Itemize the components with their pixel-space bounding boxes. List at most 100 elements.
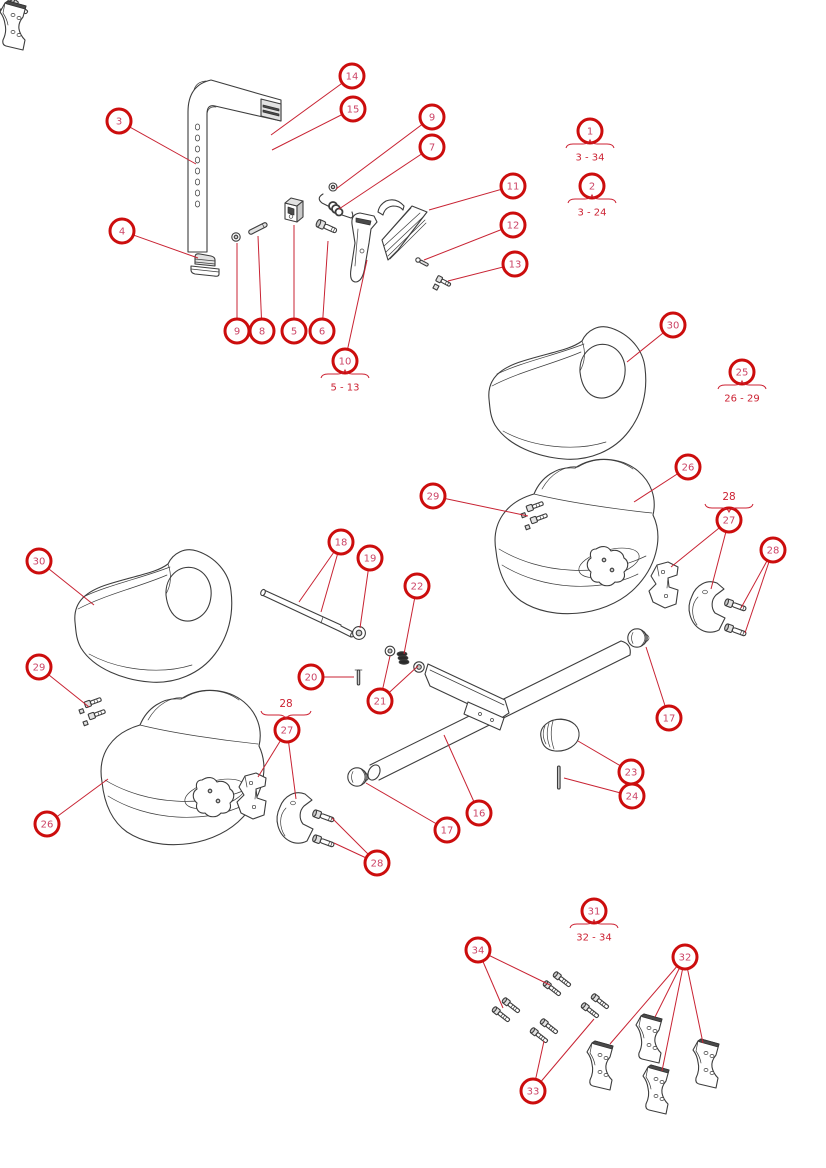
part-bracket-plate-2 [635,1013,663,1064]
callout-23[interactable]: 23 [617,758,645,786]
range-brace [565,138,615,149]
callout-circle-25[interactable] [728,358,756,386]
callout-22[interactable]: 22 [403,572,431,600]
callout-circle-11[interactable] [499,172,527,200]
callout-circle-16[interactable] [465,799,493,827]
callout-2[interactable]: 23 - 24 [567,172,617,219]
callout-20[interactable]: 20 [297,663,325,691]
callout-circle-12[interactable] [499,211,527,239]
callout-24[interactable]: 24 [618,782,646,810]
callout-28[interactable]: 28 [759,536,787,564]
callout-circle-29[interactable] [25,653,53,681]
callout-18[interactable]: 18 [327,528,355,556]
callout-circle-17[interactable] [433,816,461,844]
callout-circle-28[interactable] [759,536,787,564]
callout-4[interactable]: 4 [108,217,136,245]
callout-circle-21[interactable] [366,687,394,715]
callout-number: 23 [625,768,638,779]
parts-layer [0,0,747,1115]
callout-circle-30[interactable] [659,311,687,339]
callout-9[interactable]: 9 [223,317,251,345]
callout-circle-1[interactable] [576,117,604,145]
leader-line-17 [365,782,448,831]
part-hinge-pin [556,765,561,790]
leader-line-28 [744,549,774,634]
callout-33[interactable]: 33 [519,1077,547,1105]
callout-circle-6[interactable] [308,317,336,345]
callout-circle-26[interactable] [33,810,61,838]
callout-28[interactable]: 28 [363,849,391,877]
range-brace [567,193,617,204]
callout-number: 16 [473,809,486,820]
callout-16[interactable]: 16 [465,799,493,827]
callout-circle-28[interactable] [363,849,391,877]
callout-circle-5[interactable] [280,317,308,345]
callout-circle-7[interactable] [418,133,446,161]
callout-12[interactable]: 12 [499,211,527,239]
callout-11[interactable]: 11 [499,172,527,200]
callout-29[interactable]: 29 [25,653,53,681]
callout-27[interactable]: 27 [273,716,301,744]
callout-circle-9[interactable] [223,317,251,345]
part-arm-pad-left [74,549,233,683]
callout-circle-22[interactable] [403,572,431,600]
callout-14[interactable]: 14 [338,62,366,90]
callout-circle-13[interactable] [501,250,529,278]
callout-number: 14 [346,72,359,83]
callout-27[interactable]: 27 [715,506,743,534]
callout-1[interactable]: 13 - 34 [565,117,615,164]
callout-26[interactable]: 26 [33,810,61,838]
callout-17[interactable]: 17 [433,816,461,844]
part-arm-pad [488,326,647,460]
callout-circle-34[interactable] [464,936,492,964]
callout-15[interactable]: 15 [339,95,367,123]
callout-number: 21 [374,697,387,708]
callout-6[interactable]: 6 [308,317,336,345]
callout-circle-17[interactable] [655,704,683,732]
callout-circle-2[interactable] [578,172,606,200]
callout-circle-10[interactable] [331,347,359,375]
callout-5[interactable]: 5 [280,317,308,345]
callout-circle-9[interactable] [418,103,446,131]
callout-8[interactable]: 8 [248,317,276,345]
callout-7[interactable]: 7 [418,133,446,161]
callout-circle-32[interactable] [671,943,699,971]
callout-17[interactable]: 17 [655,704,683,732]
callout-circle-14[interactable] [338,62,366,90]
part-bracket-plate-4 [692,1038,720,1089]
callout-32[interactable]: 32 [671,943,699,971]
part-small-screw-12 [415,257,429,267]
part-tube-end-cap [190,253,220,277]
callout-circle-30[interactable] [25,547,53,575]
callout-circle-3[interactable] [105,107,133,135]
callout-circle-29[interactable] [419,482,447,510]
callout-3[interactable]: 3 [105,107,133,135]
callout-26[interactable]: 26 [674,453,702,481]
callout-34[interactable]: 34 [464,936,492,964]
callout-10[interactable]: 105 - 13 [320,347,370,394]
callout-circle-27[interactable] [715,506,743,534]
callout-30[interactable]: 30 [659,311,687,339]
callout-21[interactable]: 21 [366,687,394,715]
callout-circle-24[interactable] [618,782,646,810]
callout-29[interactable]: 29 [419,482,447,510]
range-label: 32 - 34 [576,933,611,944]
callout-13[interactable]: 13 [501,250,529,278]
callout-circle-33[interactable] [519,1077,547,1105]
callout-9[interactable]: 9 [418,103,446,131]
callout-circle-18[interactable] [327,528,355,556]
callout-circle-26[interactable] [674,453,702,481]
callout-circle-20[interactable] [297,663,325,691]
callout-circle-4[interactable] [108,217,136,245]
part-clevis-pin [248,222,268,235]
callout-19[interactable]: 19 [356,544,384,572]
callout-30[interactable]: 30 [25,547,53,575]
leader-line-14 [270,75,353,136]
callout-circle-15[interactable] [339,95,367,123]
callout-circle-19[interactable] [356,544,384,572]
callout-circle-31[interactable] [580,897,608,925]
part-bushing [352,626,366,640]
